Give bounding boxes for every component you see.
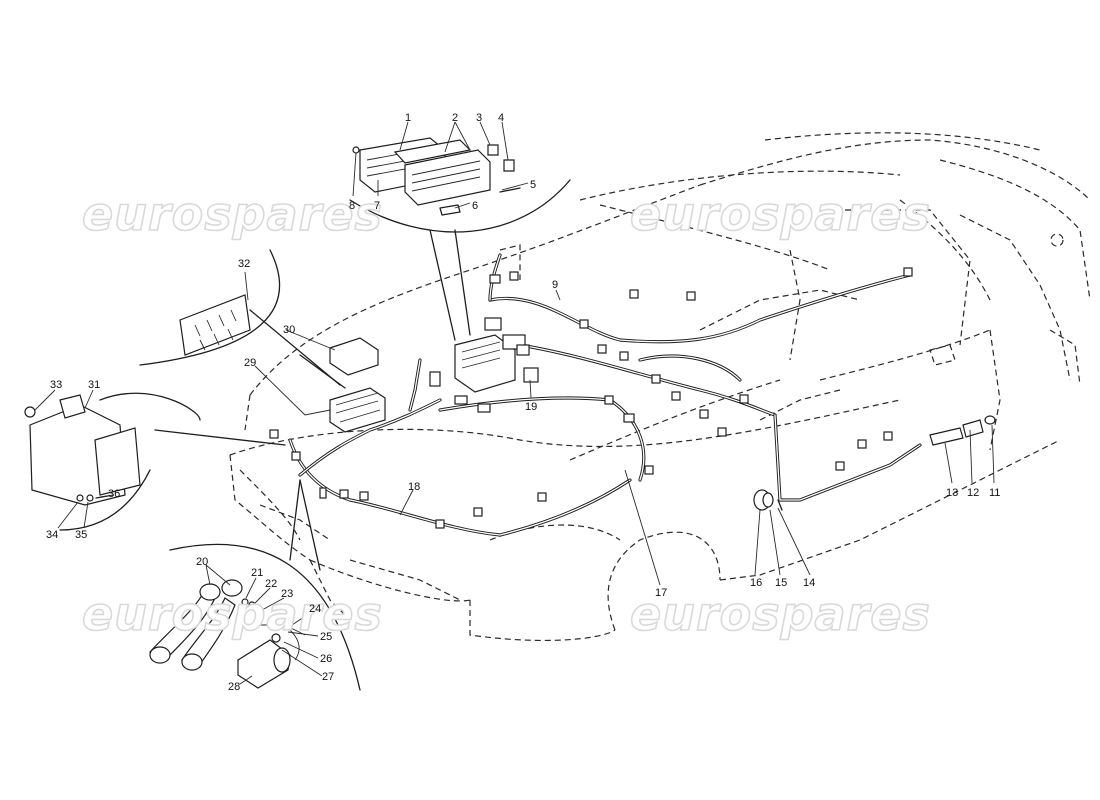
callout-1: 1 xyxy=(405,112,411,124)
callout-34: 34 xyxy=(46,529,58,541)
watermarks: eurospares eurospares eurospares eurospa… xyxy=(81,186,931,642)
callout-4: 4 xyxy=(498,112,504,124)
callout-7: 7 xyxy=(374,200,380,212)
callout-labels: 1 2 3 4 5 6 7 8 9 11 12 13 14 15 16 17 1… xyxy=(46,112,1000,693)
leader-lines xyxy=(34,121,995,685)
callout-13: 13 xyxy=(946,487,958,499)
callout-6: 6 xyxy=(472,200,478,212)
callout-22: 22 xyxy=(265,578,277,590)
callout-23: 23 xyxy=(281,588,293,600)
watermark-text: eurospares xyxy=(630,187,931,241)
callout-14: 14 xyxy=(803,577,815,589)
watermark-text: eurospares xyxy=(82,587,383,641)
callout-30: 30 xyxy=(283,324,295,336)
callout-26: 26 xyxy=(320,653,332,665)
fuse-box-installed xyxy=(454,317,539,393)
watermark-text: eurospares xyxy=(630,587,931,641)
callout-28: 28 xyxy=(228,681,240,693)
callout-31: 31 xyxy=(88,379,100,391)
callout-5: 5 xyxy=(530,179,536,191)
callout-18: 18 xyxy=(408,481,420,493)
callout-8: 8 xyxy=(349,200,355,212)
callout-11: 11 xyxy=(989,487,1000,499)
callout-9: 9 xyxy=(552,279,558,291)
callout-21: 21 xyxy=(251,567,263,579)
callout-33: 33 xyxy=(50,379,62,391)
harness-connectors xyxy=(269,267,913,529)
callout-35: 35 xyxy=(75,529,87,541)
watermark-text: eurospares xyxy=(82,187,383,241)
callout-2: 2 xyxy=(452,112,458,124)
callout-29: 29 xyxy=(244,357,256,369)
rear-components xyxy=(753,415,996,511)
callout-12: 12 xyxy=(967,487,979,499)
callout-27: 27 xyxy=(322,671,334,683)
callout-25: 25 xyxy=(320,631,332,643)
callout-15: 15 xyxy=(775,577,787,589)
fuse-box-inset xyxy=(349,137,571,341)
callout-24: 24 xyxy=(309,603,321,615)
callout-36: 36 xyxy=(108,488,120,500)
relay-inset xyxy=(139,249,386,433)
horn-inset xyxy=(149,479,361,691)
callout-32: 32 xyxy=(238,258,250,270)
callout-17: 17 xyxy=(655,587,667,599)
callout-16: 16 xyxy=(750,577,762,589)
control-unit-inset xyxy=(24,392,286,531)
callout-3: 3 xyxy=(476,112,482,124)
callout-20: 20 xyxy=(196,556,208,568)
callout-19: 19 xyxy=(525,401,537,413)
wiring-harness xyxy=(288,253,922,537)
